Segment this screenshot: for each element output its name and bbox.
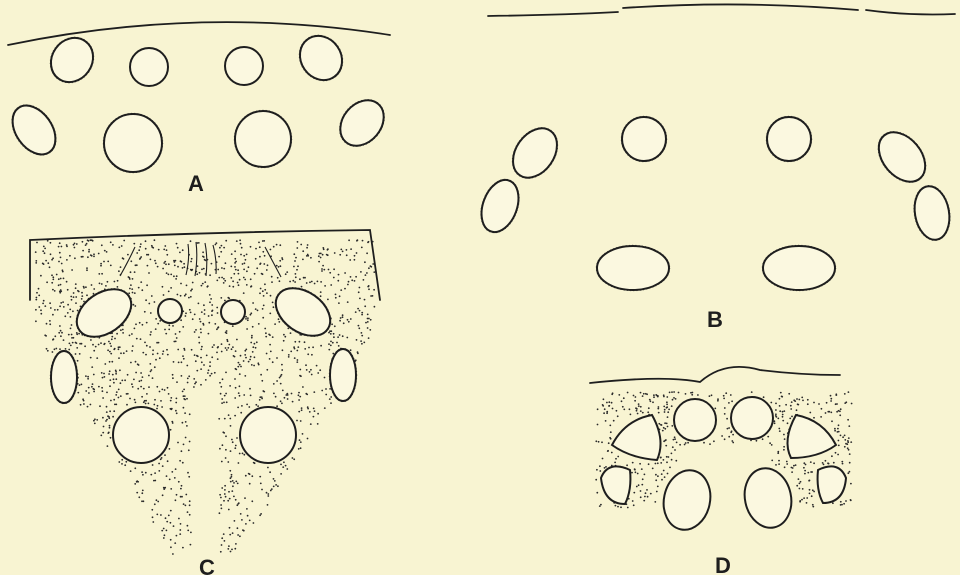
panel-b-eye-pme-right	[763, 246, 835, 290]
panel-d: D	[590, 367, 852, 575]
panel-b-eye-ale-right	[869, 123, 934, 190]
panel-b: B	[475, 4, 955, 332]
panel-a-eye-ale-right	[291, 28, 350, 89]
panel-b-eye-pme-left	[597, 246, 669, 290]
panel-a-eye-ale-left	[42, 30, 101, 91]
panel-c-stipple-shading	[35, 239, 376, 555]
panel-b-carapace-outline	[488, 4, 955, 16]
panel-d-eye-pme-right	[739, 464, 796, 532]
panel-d-eye-pme-left	[658, 466, 715, 534]
panel-c-setae	[120, 242, 281, 277]
panel-c-eye-pme-right	[240, 407, 296, 463]
panel-d-eye-ale-right	[787, 415, 836, 458]
panel-a-eye-ame-right	[225, 47, 263, 85]
panel-b-eye-ple-left	[475, 175, 525, 237]
panel-c-eye-ple-right	[330, 349, 356, 401]
panel-a-eye-ple-left	[4, 98, 64, 163]
panel-a-label: A	[188, 171, 204, 196]
panel-a-eye-ame-left	[130, 48, 168, 86]
panel-d-eye-ame-right	[731, 397, 773, 439]
panel-c-eye-pme-left	[113, 407, 169, 463]
panel-c-label: C	[199, 555, 215, 575]
panel-c-eye-ale-right	[267, 278, 339, 345]
panel-a-eye-ple-right	[331, 92, 392, 155]
panel-a-eye-pme-right	[235, 111, 291, 167]
panel-c-eye-ple-left	[51, 351, 77, 403]
panel-b-eye-ple-right	[911, 183, 954, 242]
panel-d-label: D	[715, 553, 731, 575]
panel-d-eye-ple-right	[818, 466, 846, 503]
panel-d-carapace-outline	[590, 367, 840, 383]
panel-b-eye-ame-left	[622, 117, 666, 161]
panel-d-eye-ple-left	[601, 466, 630, 504]
panel-a-eye-pme-left	[104, 114, 162, 172]
panel-a: A	[4, 22, 393, 196]
panel-c-carapace-outline	[30, 230, 380, 300]
panel-d-eye-ame-left	[674, 399, 716, 441]
panel-d-eye-ale-left	[612, 415, 661, 460]
panel-c: C	[30, 230, 380, 575]
panel-b-eye-ale-left	[504, 120, 566, 186]
panel-b-eye-ame-right	[767, 117, 811, 161]
panel-c-eye-ame-left	[158, 299, 182, 323]
panel-b-label: B	[707, 307, 723, 332]
panel-c-eye-ame-right	[221, 300, 245, 324]
